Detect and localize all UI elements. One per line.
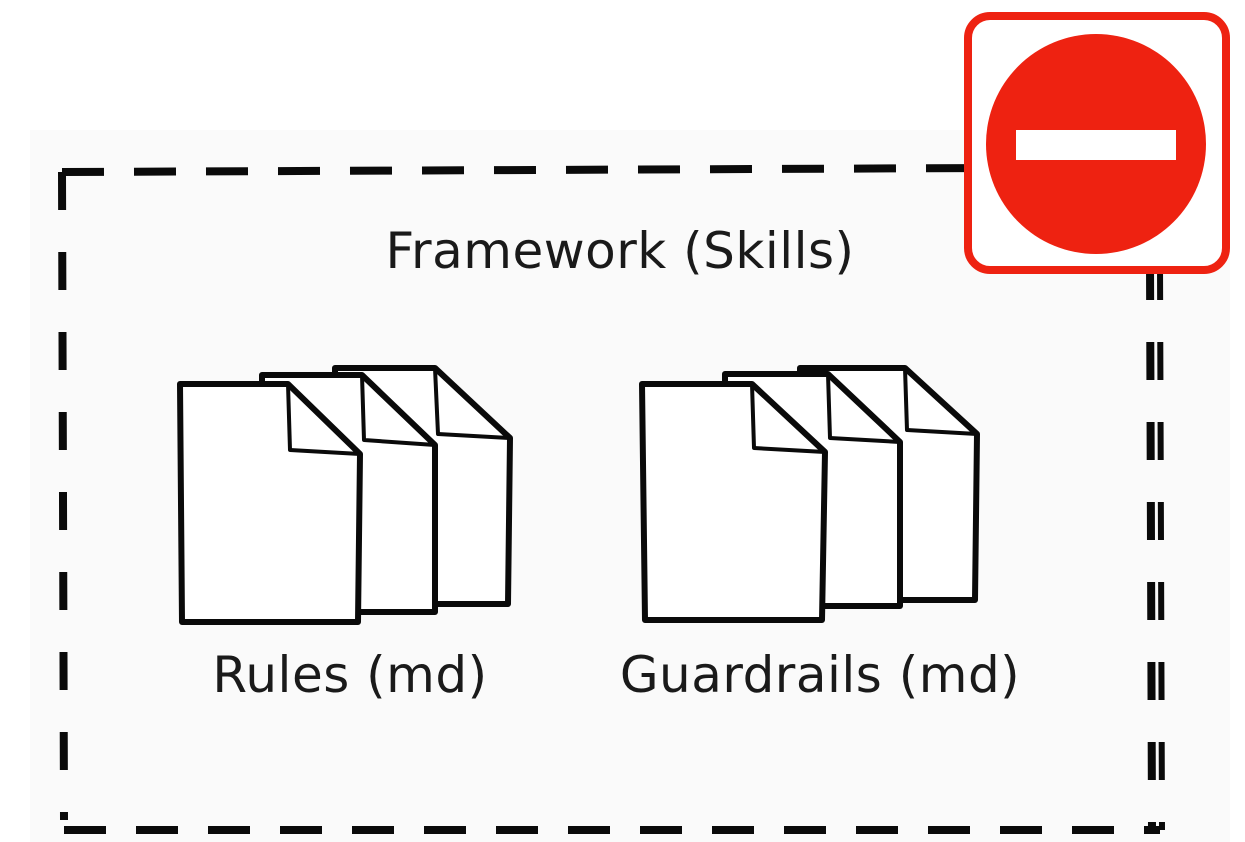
rules-label: Rules (md) [212,646,488,704]
guardrails-document-stack [639,365,980,623]
framework-title: Framework (Skills) [385,222,855,280]
no-entry-icon [986,34,1206,254]
guardrails-label: Guardrails (md) [619,646,1021,704]
guardrails-page-1 [639,381,828,623]
rules-page-1 [177,381,363,625]
framework-boundary [58,164,1165,834]
no-entry-badge [964,12,1230,274]
rules-document-stack [177,365,513,625]
